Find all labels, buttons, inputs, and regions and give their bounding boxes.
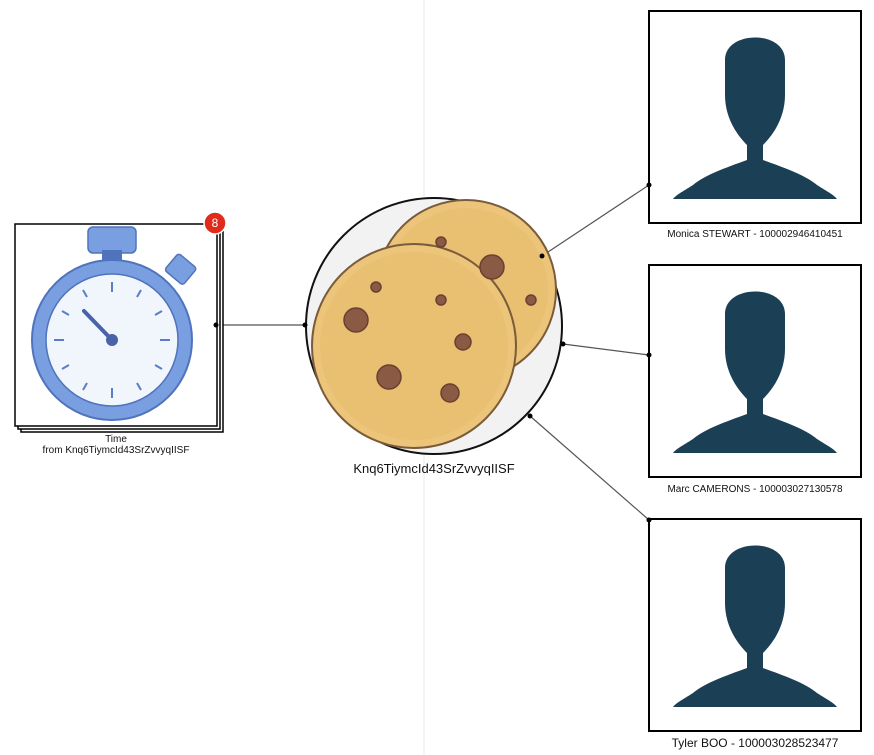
person-node-1[interactable] (646, 10, 862, 224)
person-node-2[interactable] (646, 264, 862, 478)
timer-subtitle: from Knq6TiymcId43SrZvvyqIISF (42, 445, 190, 456)
timer-caption: Time from Knq6TiymcId43SrZvvyqIISF (16, 434, 216, 456)
timer-node[interactable] (14, 211, 227, 433)
person-silhouette-icon (673, 37, 837, 199)
timer-title: Time (105, 434, 127, 445)
cookie-node[interactable] (302, 197, 566, 455)
edge-cookie-person-1 (541, 184, 650, 257)
timer-badge-count: 8 (211, 216, 219, 230)
cookie-icon (311, 199, 557, 449)
person-label-1: Monica STEWART - 100002946410451 (667, 229, 843, 240)
timer-badge (203, 211, 227, 235)
edges (216, 184, 650, 521)
cookie-label: Knq6TiymcId43SrZvvyqIISF (353, 461, 515, 476)
person-silhouette-icon (673, 545, 837, 707)
person-label-2: Marc CAMERONS - 100003027130578 (667, 484, 843, 495)
edge-cookie-person-2 (562, 343, 650, 356)
stopwatch-icon (31, 226, 197, 421)
person-silhouette-icon (673, 291, 837, 453)
edge-cookie-person-3 (529, 415, 650, 521)
timer-port (213, 322, 219, 328)
person-node-3[interactable] (646, 517, 862, 732)
person-label-3: Tyler BOO - 100003028523477 (671, 736, 839, 750)
cookie-ports (302, 253, 566, 419)
